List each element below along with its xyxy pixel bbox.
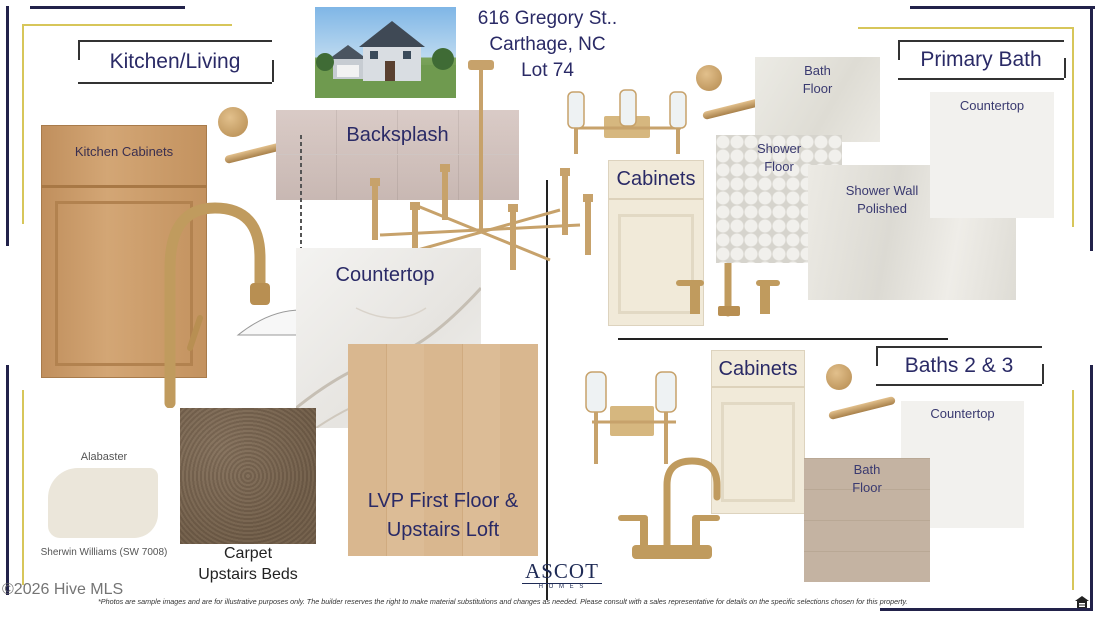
primary-bath-floor-line2: Floor — [802, 81, 833, 96]
paint-name: Alabaster — [80, 451, 128, 463]
chandelier-icon — [370, 60, 593, 270]
shower-floor-label: Shower Floor — [716, 140, 842, 176]
carpet-swatch — [180, 408, 316, 544]
primary-vanity-light-icon — [567, 89, 687, 154]
baths-floor-label: Bath Floor — [804, 461, 930, 497]
kitchen-cabinet-swatch: Kitchen Cabinets — [41, 125, 207, 378]
kitchen-title-bracket-right — [272, 60, 274, 82]
kitchen-title-bracket-left — [78, 40, 80, 60]
baths-title-bracket-left — [876, 346, 878, 366]
primary-cabinet-panel — [618, 214, 694, 314]
primary-countertop-swatch — [930, 92, 1054, 218]
baths-cabinets-label: Cabinets — [718, 358, 798, 380]
shower-wall-label: Shower Wall Polished — [830, 182, 934, 218]
gold-right-bottom — [1072, 390, 1074, 590]
house-illustration-icon — [315, 21, 456, 98]
carpet-label-line2: Upstairs Beds — [198, 566, 298, 583]
gold-top-left — [22, 24, 232, 26]
primary-title-bracket-right — [1064, 58, 1066, 78]
frame-left-bottom — [6, 365, 9, 595]
gold-left-top — [22, 24, 24, 224]
backsplash-label: Backsplash — [346, 124, 449, 146]
backsplash-swatch: Backsplash — [276, 110, 519, 200]
shower-floor-line2: Floor — [764, 159, 794, 174]
frame-top-left — [30, 6, 185, 9]
baths-floor-line2: Floor — [852, 480, 882, 495]
lvp-label-line2: Upstairs Loft — [386, 519, 500, 541]
lvp-label-line1: LVP First Floor & — [367, 490, 519, 512]
baths-floor-line1: Bath — [853, 462, 881, 477]
frame-top-right — [910, 6, 1095, 9]
baths-floor-swatch — [804, 458, 930, 582]
shower-floor-line1: Shower — [756, 141, 802, 156]
ascot-name: ASCOT — [525, 559, 599, 583]
frame-left-top — [6, 6, 9, 246]
primary-cabinet-rail — [608, 198, 704, 200]
primary-bath-floor-line1: Bath — [804, 63, 831, 78]
mls-watermark: ©2026 Hive MLS — [2, 581, 124, 598]
carpet-label-line1: Carpet — [223, 545, 273, 562]
baths-cabinet-swatch — [711, 350, 805, 514]
frame-right-bottom — [1090, 365, 1093, 610]
primary-countertop-label: Countertop — [959, 98, 1025, 113]
baths-23-title: Baths 2 & 3 — [876, 346, 1042, 386]
primary-cabinets-label: Cabinets — [616, 168, 696, 190]
baths-faucet-icon — [618, 457, 721, 559]
primary-cabinet-swatch — [608, 160, 704, 326]
backsplash-grout — [276, 154, 519, 155]
baths-vanity-light-icon — [585, 371, 677, 464]
address-block: 616 Gregory St.. Carthage, NC Lot 74 — [460, 6, 635, 84]
gold-top-right — [858, 27, 1073, 29]
paint-swatch — [48, 468, 158, 538]
kitchen-faucet-icon — [164, 202, 270, 408]
address-line3: Lot 74 — [521, 60, 574, 81]
ascot-logo: ASCOT H O M E S — [512, 560, 612, 590]
carpet-label: Carpet Upstairs Beds — [180, 543, 316, 585]
frame-bottom-right — [880, 608, 1093, 611]
primary-bath-floor-label: Bath Floor — [755, 62, 880, 98]
disclaimer-text: *Photos are sample images and are for il… — [98, 597, 908, 606]
address-line1: 616 Gregory St.. — [477, 8, 618, 29]
kitchen-living-title: Kitchen/Living — [78, 40, 272, 84]
primary-bath-floor-swatch — [755, 57, 880, 142]
horizontal-divider — [618, 338, 948, 340]
house-photo — [315, 7, 456, 98]
ascot-sub: H O M E S — [522, 583, 602, 590]
baths-cabinet-panel — [721, 402, 795, 502]
lvp-label: LVP First Floor & Upstairs Loft — [350, 487, 536, 545]
gold-right-top — [1072, 27, 1074, 227]
baths-pull-icon — [828, 395, 896, 421]
lvp-flooring-swatch — [348, 344, 538, 556]
shower-wall-line1: Shower Wall — [845, 183, 919, 198]
gold-left-bottom — [22, 390, 24, 585]
kitchen-countertop-label: Countertop — [335, 264, 435, 286]
address-line2: Carthage, NC — [489, 34, 606, 55]
baths-cabinet-rail — [711, 386, 805, 388]
vertical-divider — [546, 180, 548, 600]
paint-code: Sherwin Williams (SW 7008) — [40, 547, 168, 558]
kitchen-cabinets-label: Kitchen Cabinets — [74, 144, 174, 159]
cabinet-drawer-line — [41, 185, 207, 188]
shower-wall-line2: Polished — [857, 201, 907, 216]
baths-countertop-label: Countertop — [930, 406, 995, 421]
cabinet-knob-icon — [218, 107, 248, 137]
primary-title-bracket-left — [898, 40, 900, 60]
baths-title-bracket-right — [1042, 364, 1044, 384]
primary-knob-icon — [696, 65, 722, 91]
baths-knob-icon — [826, 364, 852, 390]
primary-bath-title: Primary Bath — [898, 40, 1064, 80]
frame-right-top — [1090, 6, 1093, 251]
house-icon — [1075, 596, 1089, 608]
cabinet-door-panel — [55, 201, 193, 366]
